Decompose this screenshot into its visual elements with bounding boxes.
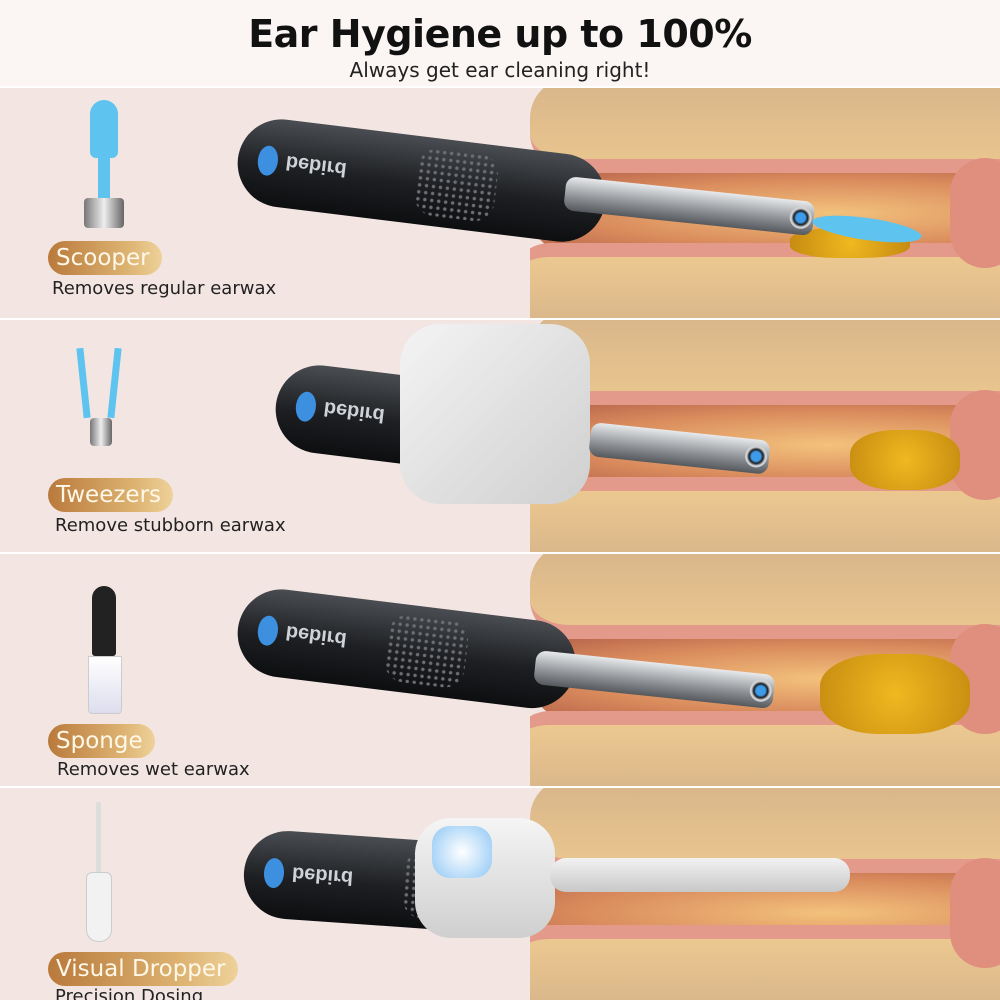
page-title: Ear Hygiene up to 100% — [248, 12, 752, 56]
header: Ear Hygiene up to 100% Always get ear cl… — [0, 0, 1000, 86]
brand-logo: bebird — [284, 150, 348, 181]
ear-guard-shell — [400, 324, 590, 504]
brand-logo-icon — [294, 390, 318, 423]
dropper-arm — [550, 858, 850, 892]
tool-description: Precision Dosing — [55, 986, 204, 1000]
row-tweezers: bebird Tweezers Remove stubborn earwax — [0, 318, 1000, 552]
brand-logo: bebird — [284, 620, 348, 651]
brand-logo: bebird — [291, 862, 354, 889]
dropper-tip-icon — [86, 802, 112, 942]
tool-label-pill: Sponge — [48, 724, 155, 758]
brand-logo-icon — [256, 614, 280, 647]
brand-logo-icon — [256, 144, 280, 177]
scooper-tip-icon — [70, 100, 124, 228]
brand-logo-icon — [262, 857, 286, 889]
row-scooper: bebird Scooper Removes regular earwax — [0, 86, 1000, 318]
tool-label-pill: Tweezers — [48, 478, 174, 512]
sponge-tip-icon — [88, 586, 122, 714]
otoscope-device: bebird — [232, 584, 581, 714]
ear-canal-illustration — [530, 554, 1000, 786]
tool-description: Remove stubborn earwax — [55, 515, 286, 536]
row-sponge: bebird Sponge Removes wet earwax — [0, 552, 1000, 786]
tool-label-pill: Visual Dropper — [48, 952, 238, 986]
tool-label-pill: Scooper — [48, 241, 162, 275]
brand-logo: bebird — [322, 396, 386, 427]
page-subtitle: Always get ear cleaning right! — [349, 58, 651, 82]
row-visual-dropper: bebird Visual Dropper Precision Dosing — [0, 786, 1000, 1000]
dropper-led — [432, 826, 492, 878]
ear-canal-illustration — [530, 788, 1000, 1000]
tweezers-tip-icon — [76, 347, 122, 446]
tool-description: Removes wet earwax — [57, 759, 250, 780]
tool-description: Removes regular earwax — [52, 278, 277, 299]
